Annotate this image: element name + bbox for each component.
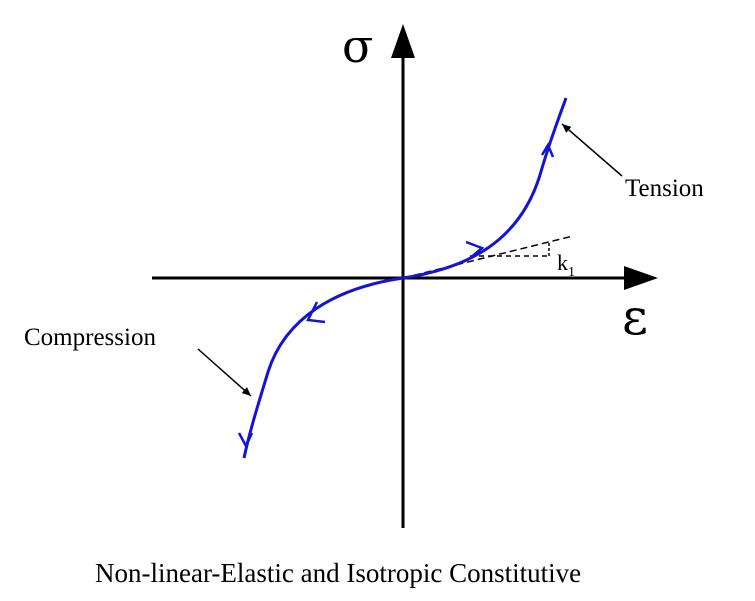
tension-curve: [402, 97, 568, 280]
compression-curve: [242, 276, 404, 459]
direction-arrow-icon: [306, 301, 326, 324]
compression-label: Compression: [24, 324, 156, 351]
x-axis-arrowhead-icon: [624, 266, 658, 290]
y-axis-arrowhead-icon: [391, 24, 415, 58]
slope-label: k1: [557, 250, 575, 280]
compression-pointer-arrow: [197, 348, 252, 397]
tension-pointer-arrow: [561, 123, 623, 177]
diagram-caption: Non-linear-Elastic and Isotropic Constit…: [95, 558, 581, 588]
x-axis-symbol: ε: [622, 288, 648, 346]
direction-arrow-icon: [237, 432, 254, 449]
tension-label: Tension: [625, 175, 704, 202]
direction-arrow-icon: [540, 142, 555, 158]
y-axis-symbol: σ: [342, 19, 373, 73]
direction-arrow-icon: [465, 240, 485, 260]
tangent-dashed-line: [402, 235, 574, 279]
